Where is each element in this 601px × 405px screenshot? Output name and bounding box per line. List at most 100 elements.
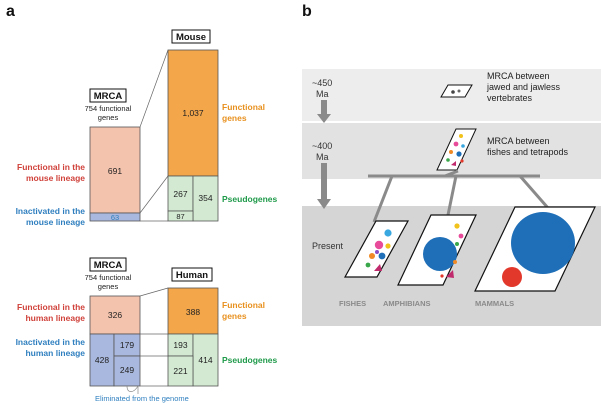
human-connector-top [139,287,169,297]
amphibians-dot [440,274,444,278]
era-400-desc-2: fishes and tetrapods [487,147,569,157]
mammals-red-blob [502,267,522,287]
fishes-dot [374,240,384,250]
mouse-mrca-functional-value: 691 [108,166,122,176]
mrca-400-dot [456,151,462,157]
fishes-card [343,220,410,278]
human-inactivated-label-1: Inactivated in the [16,337,86,347]
present-label: Present [312,241,344,251]
mouse-mrca-functional-cell [89,126,141,214]
mrca-450-dot [457,89,461,93]
mouse-mrca-title-box [89,88,127,103]
human-pseudo-right-cell [192,333,219,387]
amphibians-dot [454,223,460,229]
eliminated-label: Eliminated from the genome [95,394,189,403]
amphibians-caption: AMPHIBIANS [383,299,431,308]
mouse-connector-top [139,49,169,128]
mouse-pseudo-right-cell [192,175,219,222]
human-functional-label-1: Functional in the [17,302,85,312]
mouse-title: Mouse [176,32,206,43]
arrow-400-shaft [321,163,327,201]
mouse-block: MRCA 754 functional genes 691 63 Mouse 1… [16,29,278,227]
human-mrca-subtitle-1: 754 functional [85,273,132,282]
mouse-pseudo-bottom-value: 87 [176,212,184,221]
mouse-pseudogenes-label: Pseudogenes [222,194,278,204]
arrow-450-head [317,114,331,123]
human-title-box [171,267,213,282]
mrca-400-dot [446,158,450,162]
mouse-functional-label-2: mouse lineage [26,173,85,183]
fishes-dot [385,243,391,249]
era-450-line1: ~450 [312,78,332,88]
fishes-triangle [374,264,382,271]
mrca-400-dot [459,134,463,138]
human-mrca-functional-value: 326 [108,310,122,320]
fishes-caption: FISHES [339,299,366,308]
panel-b: ~450 Ma ~400 Ma Present MRCA between jaw… [302,69,601,326]
arrow-450-shaft [321,100,327,116]
human-func-genes-label-2: genes [222,311,247,321]
human-pseudogenes-label: Pseudogenes [222,355,278,365]
mouse-mrca-title: MRCA [94,91,123,102]
mouse-functional-value: 1,037 [182,108,204,118]
mrca-450-card [440,84,473,98]
mouse-func-genes-label-2: genes [222,113,247,123]
fishes-dot [365,262,371,268]
human-mrca-functional-cell [89,295,141,335]
mrca-450-dot [451,90,455,94]
mrca-400-dot [449,150,453,154]
human-mrca-title: MRCA [94,260,123,271]
mouse-func-genes-label-1: Functional [222,102,265,112]
human-pseudo-bottom-value: 221 [173,366,187,376]
era-400-desc-1: MRCA between [487,136,550,146]
mrca-400-dot [453,141,459,147]
mouse-mrca-inactivated-cell [89,212,141,222]
mouse-inactivated-label-1: Inactivated in the [16,206,86,216]
mrca-400-dot [461,144,465,148]
human-mrca-inactivated-top-value: 179 [120,340,134,350]
human-mrca-inactivated-bottom-value: 249 [120,365,134,375]
mouse-inactivated-label-2: mouse lineage [26,217,85,227]
human-mrca-subtitle-2: genes [98,282,119,291]
panel-b-letter: b [302,3,312,20]
human-inactivated-label-2: human lineage [25,348,85,358]
arrow-400-head [317,199,331,209]
human-mrca-inactivated-value: 428 [95,355,109,365]
human-functional-value: 388 [186,307,200,317]
human-mrca-title-box [89,257,127,272]
mouse-connector-mid [139,175,169,214]
branch-to-amphibians [446,175,458,216]
mouse-title-box [171,29,211,44]
mouse-mrca-subtitle-1: 754 functional [85,104,132,113]
fishes-dot [378,252,386,260]
amphibians-blob [423,237,457,271]
human-title: Human [176,270,208,281]
panel-a-letter: a [6,3,15,20]
mrca-400-dot [460,159,464,163]
mouse-pseudo-left-value: 267 [173,189,187,199]
fishes-dot [369,253,375,259]
amphibians-triangle [446,270,454,278]
branch-to-fishes [372,175,394,223]
mouse-pseudo-right-value: 354 [198,193,212,203]
amphibians-dot [455,242,459,246]
branch-to-mammals [518,175,550,209]
mammals-caption: MAMMALS [475,299,514,308]
fishes-dot [384,229,392,237]
eliminated-curve [126,385,139,392]
era-400-line1: ~400 [312,141,332,151]
mouse-functional-label-1: Functional in the [17,162,85,172]
mouse-mrca-inactivated-value: 63 [111,213,119,222]
human-pseudo-right-value: 414 [198,355,212,365]
mouse-mrca-subtitle-2: genes [98,113,119,122]
era-450-desc-1: MRCA between [487,71,550,81]
era-450-line2: Ma [316,89,329,99]
amphibians-dot [453,260,457,264]
era-400-line2: Ma [316,152,329,162]
mouse-functional-cell [167,49,219,177]
human-pseudo-left-value: 193 [173,340,187,350]
era-450-desc-3: vertebrates [487,93,533,103]
amphibians-dot [458,233,464,239]
era-450-desc-2: jawed and jawless [486,82,561,92]
